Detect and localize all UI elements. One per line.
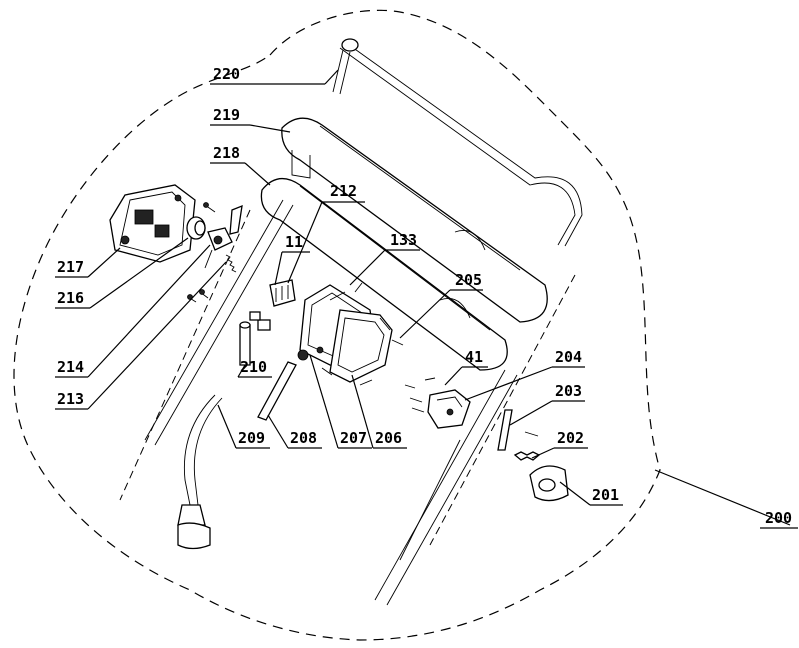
- part-upright-left: [144, 199, 294, 446]
- svg-text:212: 212: [330, 182, 357, 200]
- part-209-pole: [177, 394, 223, 550]
- assembly-boundary: [13, 9, 661, 641]
- leader-200: [654, 469, 791, 526]
- callout-205: 205: [399, 271, 483, 339]
- part-214-clamp: [204, 204, 243, 269]
- callout-216: 216: [55, 237, 189, 309]
- callout-204: 204: [464, 348, 585, 401]
- svg-text:219: 219: [213, 106, 240, 124]
- part-216-knob: [186, 216, 206, 240]
- callout-200: 200: [760, 509, 798, 529]
- part-219-handlebar: [281, 117, 548, 323]
- hidden-line-left: [119, 209, 251, 501]
- callout-208: 208: [267, 414, 322, 449]
- part-upright-right: [374, 369, 518, 606]
- part-204-bracket: [427, 389, 471, 429]
- callout-213: 213: [55, 261, 227, 410]
- part-203-pin: [497, 409, 539, 451]
- screws-right: [404, 377, 436, 413]
- callout-207: 207: [309, 354, 372, 449]
- callout-219: 219: [210, 106, 291, 133]
- screws-middle: [321, 282, 404, 386]
- part-218-handlebar: [260, 178, 508, 371]
- callout-201: 201: [559, 481, 623, 506]
- part-220-rail: [332, 38, 583, 247]
- part-208-rod: [257, 361, 297, 421]
- part-213-spring: [225, 254, 237, 273]
- svg-text:206: 206: [375, 429, 402, 447]
- svg-text:220: 220: [213, 65, 240, 83]
- callout-214: 214: [55, 244, 211, 378]
- svg-text:216: 216: [57, 289, 84, 307]
- svg-text:205: 205: [455, 271, 482, 289]
- part-206-console: [329, 309, 393, 383]
- callout-133: 133: [349, 231, 420, 286]
- part-201-cap: [529, 465, 569, 502]
- screws-left: [187, 202, 216, 303]
- svg-text:213: 213: [57, 390, 84, 408]
- svg-text:203: 203: [555, 382, 582, 400]
- svg-text:201: 201: [592, 486, 619, 504]
- svg-text:11: 11: [285, 233, 303, 251]
- svg-text:210: 210: [240, 358, 267, 376]
- callout-41: 41: [444, 348, 488, 386]
- svg-text:133: 133: [390, 231, 417, 249]
- svg-text:41: 41: [465, 348, 483, 366]
- callout-206: 206: [351, 374, 407, 449]
- callout-218: 218: [210, 144, 271, 186]
- callout-202: 202: [531, 429, 588, 459]
- part-210-tube: [239, 321, 251, 366]
- svg-text:218: 218: [213, 144, 240, 162]
- callout-203: 203: [509, 382, 585, 426]
- svg-text:209: 209: [238, 429, 265, 447]
- part-217-control-box: [109, 184, 196, 263]
- callout-212: 212: [287, 182, 365, 284]
- callout-210: 210: [237, 358, 272, 378]
- svg-text:217: 217: [57, 258, 84, 276]
- callout-217: 217: [55, 247, 121, 278]
- svg-text:214: 214: [57, 358, 84, 376]
- svg-text:200: 200: [765, 509, 792, 527]
- svg-text:208: 208: [290, 429, 317, 447]
- svg-text:204: 204: [555, 348, 582, 366]
- svg-text:207: 207: [340, 429, 367, 447]
- svg-text:202: 202: [557, 429, 584, 447]
- callout-11: 11: [274, 233, 310, 286]
- part-11-connector: [249, 279, 296, 331]
- callout-220: 220: [210, 65, 339, 85]
- callout-209: 209: [217, 404, 270, 449]
